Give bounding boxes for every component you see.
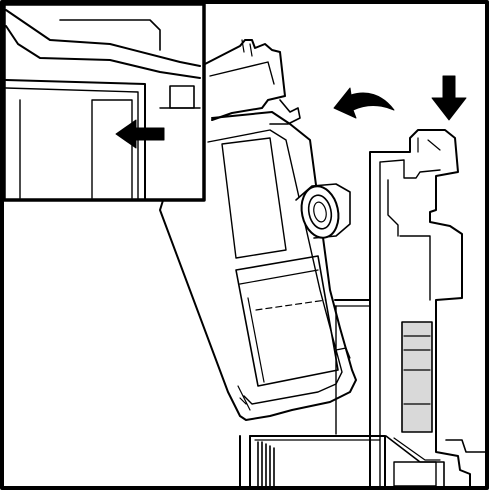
detail-inset bbox=[4, 4, 204, 200]
body-slot bbox=[402, 322, 432, 432]
